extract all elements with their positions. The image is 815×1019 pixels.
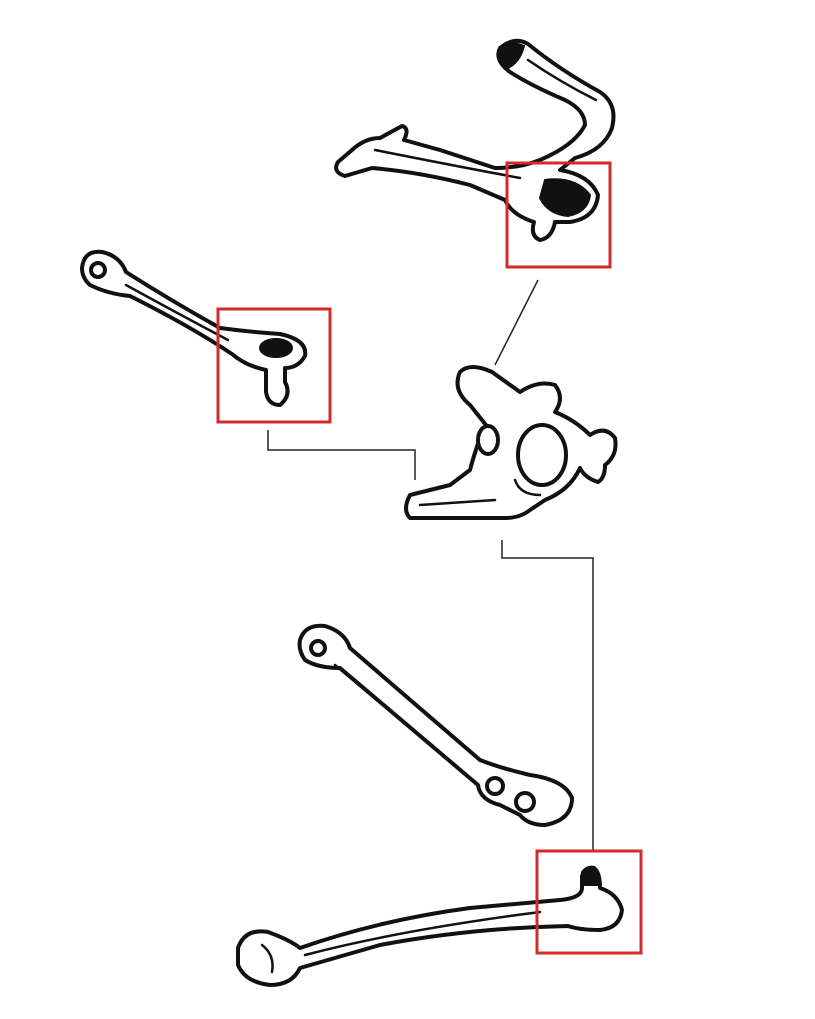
steering-knuckle (404, 365, 618, 520)
front-lower-arm-ball-joint-highlight (216, 307, 332, 424)
rear-lower-arm (236, 865, 624, 987)
upper-control-arm (334, 38, 616, 242)
tension-strut (297, 623, 574, 827)
upper-arm-ball-joint-highlight (505, 161, 612, 269)
highlight-boxes (216, 161, 643, 955)
rear-lower-arm-ball-joint-highlight (535, 849, 643, 955)
front-lower-arm (80, 249, 308, 407)
leader-lines (267, 279, 594, 850)
